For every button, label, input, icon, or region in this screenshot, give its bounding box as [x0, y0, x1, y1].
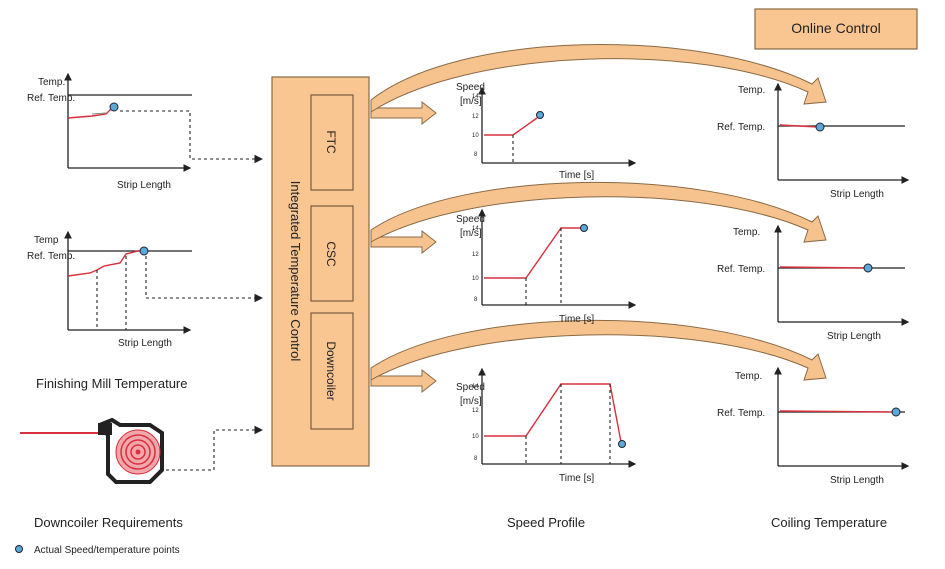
tick: 12: [472, 114, 479, 120]
actual-point-marker: [109, 102, 119, 112]
speed-profile-section-label: Speed Profile: [507, 515, 585, 530]
module-csc: [310, 205, 354, 302]
actual-point-marker: [139, 246, 149, 256]
speed1-y-label: Speed: [456, 82, 485, 93]
tick: 12: [472, 408, 479, 414]
plot2-y-label-ref: Ref. Temp.: [27, 251, 75, 262]
coiling-plot-3: Temp. Ref. Temp. Strip Length: [717, 366, 910, 486]
speed3-y-unit: [m/s]: [460, 396, 482, 407]
speed-plot-3: Speed [m/s] 14 12 10 8 Time [s]: [456, 367, 637, 484]
tick: 8: [474, 456, 478, 462]
coiling-plot-1: Temp. Ref. Temp. Strip Length: [717, 82, 910, 200]
module-downcoiler: [310, 312, 354, 430]
downcoiler-section-label: Downcoiler Requirements: [34, 515, 183, 530]
tick: 10: [472, 276, 479, 282]
module-label-csc: CSC: [324, 241, 338, 267]
block-arrows: [370, 100, 437, 394]
online-control-label: Online Control: [791, 20, 881, 36]
coil2-ref-label: Ref. Temp.: [717, 264, 765, 275]
module-label-ftc: FTC: [324, 130, 338, 154]
plot1-y-label-temp: Temp.: [38, 77, 65, 88]
plot2-x-label: Strip Length: [118, 338, 172, 349]
speed-plot-2: Speed [m/s] 14 12 10 8 Time [s]: [456, 208, 637, 325]
coil1-y-label: Temp.: [738, 85, 765, 96]
coil2-y-label: Temp.: [733, 227, 760, 238]
online-control-box: [754, 8, 918, 50]
finishing-mill-plot-1: Temp. Ref. Temp. Strip Length: [27, 72, 264, 191]
tick: 14: [472, 384, 479, 390]
legend: Actual Speed/temperature points: [15, 545, 180, 556]
plot2-y-label-temp: Temp: [34, 235, 59, 246]
coil1-ref-label: Ref. Temp.: [717, 122, 765, 133]
coil2-x-label: Strip Length: [827, 331, 881, 342]
coil3-y-label: Temp.: [735, 371, 762, 382]
speed2-x-label: Time [s]: [559, 314, 594, 325]
coil3-ref-label: Ref. Temp.: [717, 408, 765, 419]
tick: 10: [472, 434, 479, 440]
plot1-y-label-ref: Ref. Temp.: [27, 93, 75, 104]
coil3-x-label: Strip Length: [830, 475, 884, 486]
tick: 14: [472, 226, 479, 232]
tick: 14: [472, 94, 479, 100]
tick: 10: [472, 133, 479, 139]
speed2-y-label: Speed: [456, 214, 485, 225]
speed1-y-unit: [m/s]: [460, 96, 482, 107]
legend-marker: [15, 545, 23, 553]
finishing-mill-section-label: Finishing Mill Temperature: [36, 376, 188, 391]
speed3-y-label: Speed: [456, 382, 485, 393]
coiling-plot-2: Temp. Ref. Temp. Strip Length: [717, 224, 910, 342]
speed3-x-label: Time [s]: [559, 473, 594, 484]
module-label-downcoiler: Downcoiler: [324, 341, 338, 400]
tick: 8: [474, 152, 478, 158]
curved-arrows: [370, 44, 827, 381]
speed-plot-1: Speed [m/s] 14 12 10 8 Time [s]: [456, 82, 637, 181]
speed1-x-label: Time [s]: [559, 170, 594, 181]
speed2-y-unit: [m/s]: [460, 228, 482, 239]
coil1-x-label: Strip Length: [830, 189, 884, 200]
control-box-title: Integrated Temperature Control: [288, 181, 303, 362]
finishing-mill-plot-2: Temp Ref. Temp. Strip Length: [27, 230, 264, 349]
downcoiler-illustration: [20, 417, 264, 484]
tick: 8: [474, 297, 478, 303]
module-ftc: [310, 94, 354, 191]
integrated-control-box: Integrated Temperature Control FTC CSC D…: [271, 76, 370, 467]
coiling-temperature-section-label: Coiling Temperature: [771, 515, 887, 530]
plot1-x-label: Strip Length: [117, 180, 171, 191]
tick: 12: [472, 252, 479, 258]
legend-text: Actual Speed/temperature points: [34, 545, 180, 556]
